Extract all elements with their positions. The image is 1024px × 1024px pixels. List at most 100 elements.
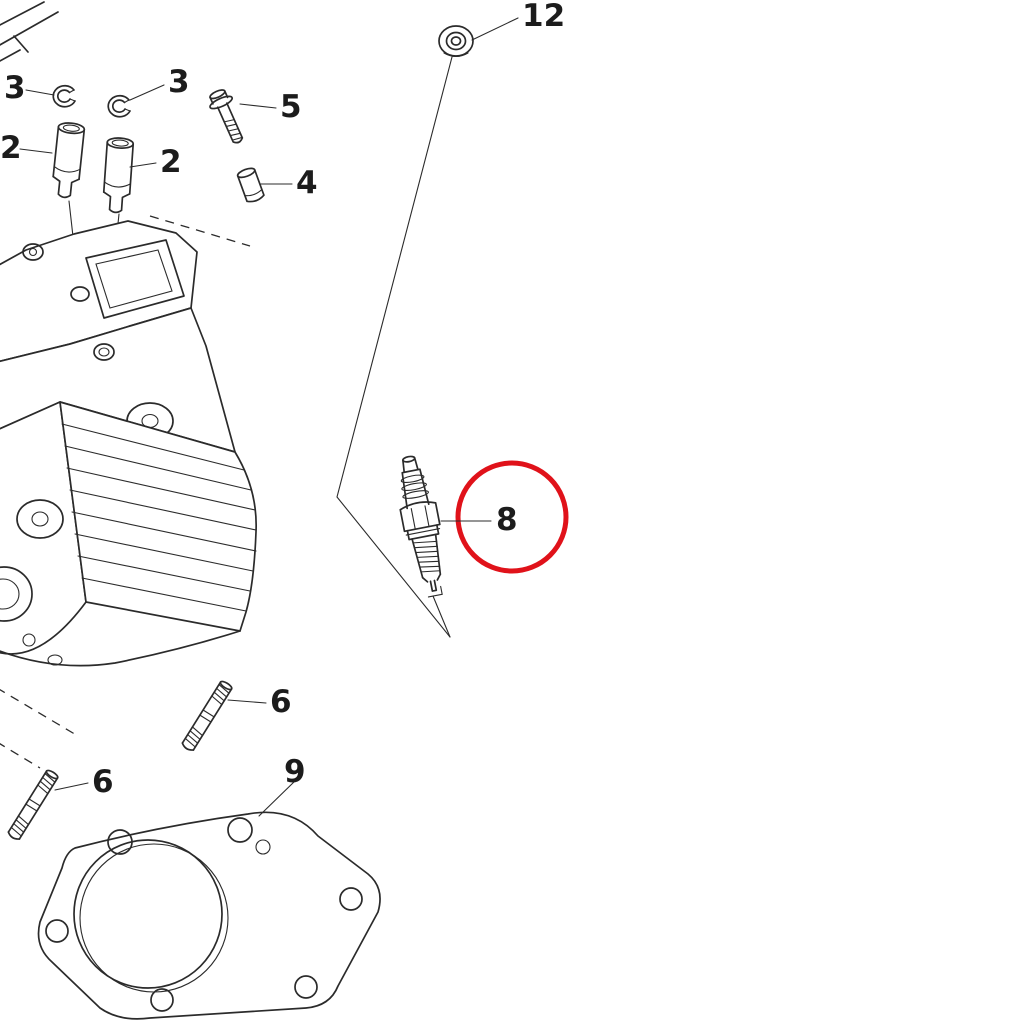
valve-lifter-drawing-right bbox=[102, 137, 135, 214]
leader-3-right bbox=[129, 84, 165, 101]
plug-hex-facets bbox=[410, 505, 430, 530]
stud-bolt-drawing-upper bbox=[181, 680, 233, 751]
plug-terminal-top bbox=[402, 455, 416, 463]
fin-line bbox=[61, 423, 245, 471]
fin-line bbox=[69, 489, 257, 531]
lifter-top-inner bbox=[111, 139, 129, 147]
gasket-outline bbox=[37, 811, 381, 1020]
plug-rib bbox=[402, 490, 429, 499]
callout-2-left-label: 2 bbox=[0, 130, 22, 166]
callout-3-right-label: 3 bbox=[168, 64, 190, 100]
assembly-dashed-line bbox=[0, 743, 41, 769]
lifter-top bbox=[57, 122, 86, 135]
grommet-outer bbox=[438, 25, 474, 57]
fin-line bbox=[77, 555, 251, 592]
fragment-line bbox=[0, 11, 59, 46]
gasket-bolt-hole bbox=[227, 817, 253, 843]
leader-2-left bbox=[19, 148, 53, 154]
dowel-body bbox=[236, 168, 265, 203]
gasket-bolt-hole bbox=[150, 988, 174, 1012]
plug-hex bbox=[399, 501, 441, 533]
circlip-end bbox=[123, 99, 131, 112]
head-cam-tower-outer bbox=[85, 239, 185, 319]
stud-threads-bottom bbox=[10, 815, 29, 837]
assembly-dashed-line bbox=[0, 689, 79, 737]
fin-line bbox=[81, 577, 247, 612]
head-bolt-hole-lower bbox=[31, 511, 49, 527]
grommet-mid bbox=[445, 31, 467, 51]
plug-gasket-ring bbox=[405, 528, 441, 536]
fin-line bbox=[64, 445, 252, 491]
plug-ground-strap bbox=[427, 585, 443, 598]
callout-2-right-label: 2 bbox=[160, 144, 182, 180]
callout-3-left-label: 3 bbox=[4, 70, 26, 106]
lifter-body bbox=[102, 141, 135, 195]
stud-top-cap bbox=[219, 680, 233, 691]
head-cam-tower-inner bbox=[95, 249, 173, 309]
callout-5-label: 5 bbox=[280, 89, 302, 125]
top-left-partial-part bbox=[0, 1, 59, 62]
bolt-flange bbox=[209, 95, 234, 110]
plug-axis-line bbox=[432, 595, 451, 638]
leader-2-right bbox=[129, 162, 157, 168]
plug-threads bbox=[412, 540, 441, 573]
circlip-inner-arc bbox=[111, 99, 126, 113]
cover-dashed-line bbox=[149, 215, 251, 247]
valve-hole-right bbox=[93, 343, 115, 361]
leader-3-left bbox=[25, 89, 55, 96]
gasket-bore bbox=[73, 839, 223, 989]
bolt-shank bbox=[216, 102, 244, 144]
callout-12-label: 12 bbox=[522, 0, 565, 34]
valve-lifter-drawing-left bbox=[52, 122, 86, 199]
gasket-bolt-hole bbox=[294, 975, 318, 999]
exhaust-port-inner bbox=[0, 578, 20, 610]
leader-6-lower bbox=[54, 782, 89, 791]
circlip-outer-arc bbox=[107, 94, 131, 118]
fragment-line bbox=[13, 35, 29, 53]
circlip-drawing-right bbox=[107, 94, 131, 118]
bolt-threads bbox=[223, 119, 243, 141]
grommet-inner bbox=[450, 36, 462, 46]
deck-boss bbox=[22, 243, 44, 261]
lifter-top-inner bbox=[62, 124, 80, 132]
head-bottom-skirt bbox=[0, 630, 241, 667]
stud-threads-top bbox=[37, 773, 56, 795]
cylinder-head-drawing bbox=[0, 220, 257, 667]
fin-line bbox=[71, 511, 257, 552]
lifter-stem bbox=[52, 175, 80, 199]
callout-9-label: 9 bbox=[284, 754, 306, 790]
fin-line bbox=[74, 533, 254, 572]
fin-line bbox=[66, 467, 256, 511]
dowel-ring bbox=[244, 188, 263, 197]
deck-boss-hole bbox=[28, 247, 38, 257]
callout-leader-lines bbox=[19, 17, 519, 817]
stud-bottom-cap bbox=[7, 831, 21, 840]
dowel-top bbox=[236, 167, 256, 179]
dowel-pin-drawing bbox=[236, 167, 265, 203]
valve-hole-left bbox=[70, 286, 90, 302]
valve-hole-right-inner bbox=[98, 347, 110, 357]
leader-9 bbox=[258, 779, 297, 817]
grommet-flange bbox=[443, 52, 469, 58]
stud-body bbox=[7, 770, 59, 840]
exhaust-port-outer bbox=[0, 566, 33, 622]
stud-bolt-drawing-lower bbox=[7, 769, 59, 840]
leader-12 bbox=[471, 17, 519, 41]
gasket-bolt-hole bbox=[107, 829, 133, 855]
stud-body bbox=[181, 681, 233, 751]
lifter-body bbox=[52, 125, 86, 181]
gasket-bolt-hole bbox=[339, 887, 363, 911]
stud-top-cap bbox=[45, 769, 59, 780]
gasket-bolt-hole bbox=[45, 919, 69, 943]
callout-labels: 12 3 3 2 2 5 4 8 6 6 9 bbox=[0, 0, 565, 800]
plug-rib bbox=[400, 474, 425, 484]
stud-threads-bottom bbox=[184, 726, 203, 748]
circlip-outer-arc bbox=[52, 84, 76, 108]
lifter-ring bbox=[53, 166, 81, 173]
callout-8-label: 8 bbox=[496, 502, 518, 538]
spark-plug-drawing bbox=[399, 455, 443, 598]
port-stud-hole bbox=[22, 633, 36, 647]
leader-6-upper bbox=[227, 699, 267, 704]
callout-4-label: 4 bbox=[296, 165, 318, 201]
